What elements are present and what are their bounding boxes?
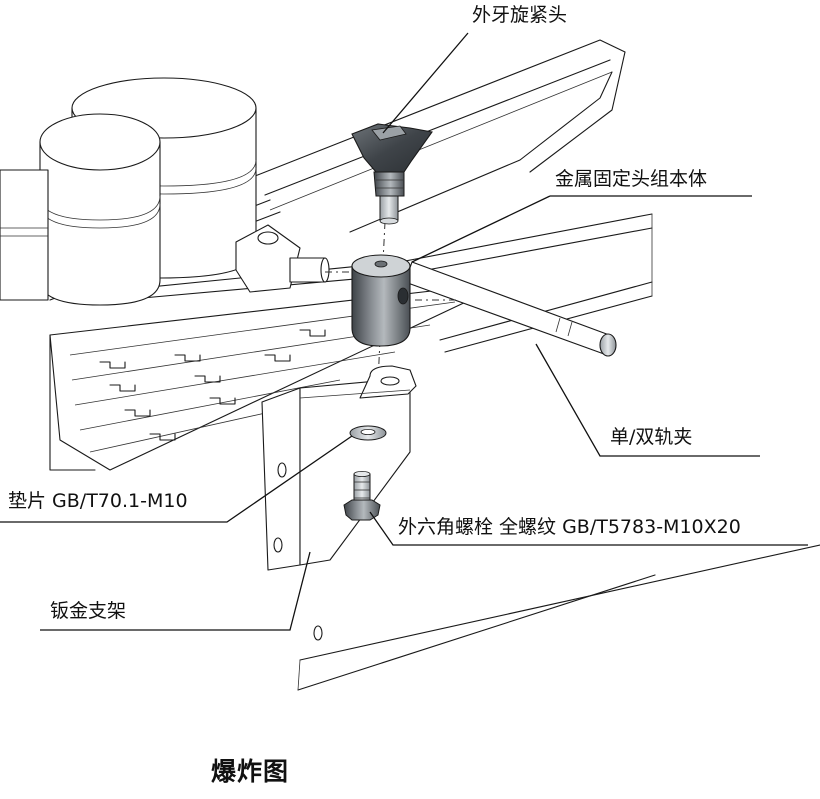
label-fixed-head: 金属固定头组本体 (555, 168, 708, 190)
hex-bolt (343, 470, 381, 521)
leader-knob (382, 32, 469, 134)
rail-clamp-rod (404, 261, 617, 357)
conveyed-cylinders (0, 77, 257, 306)
existing-rail-clamp (235, 224, 330, 293)
label-knob: 外牙旋紧头 (472, 4, 568, 26)
leader-washer (0, 435, 353, 523)
metal-fixed-head (351, 254, 411, 347)
diagram-caption: 爆炸图 (211, 757, 290, 786)
label-bolt: 外六角螺栓 全螺纹 GB/T5783-M10X20 (398, 516, 741, 538)
label-bracket: 钣金支架 (50, 600, 127, 622)
label-washer: 垫片 GB/T70.1-M10 (8, 490, 188, 512)
label-rail-clamp: 单/双轨夹 (610, 426, 693, 448)
threaded-knob (351, 123, 433, 225)
leader-fixed-head (411, 195, 752, 263)
leader-rail-clamp (535, 343, 760, 457)
leader-bolt (369, 511, 808, 546)
sheet-metal-bracket (261, 365, 417, 641)
leader-bracket (40, 551, 311, 631)
washer (349, 425, 387, 441)
